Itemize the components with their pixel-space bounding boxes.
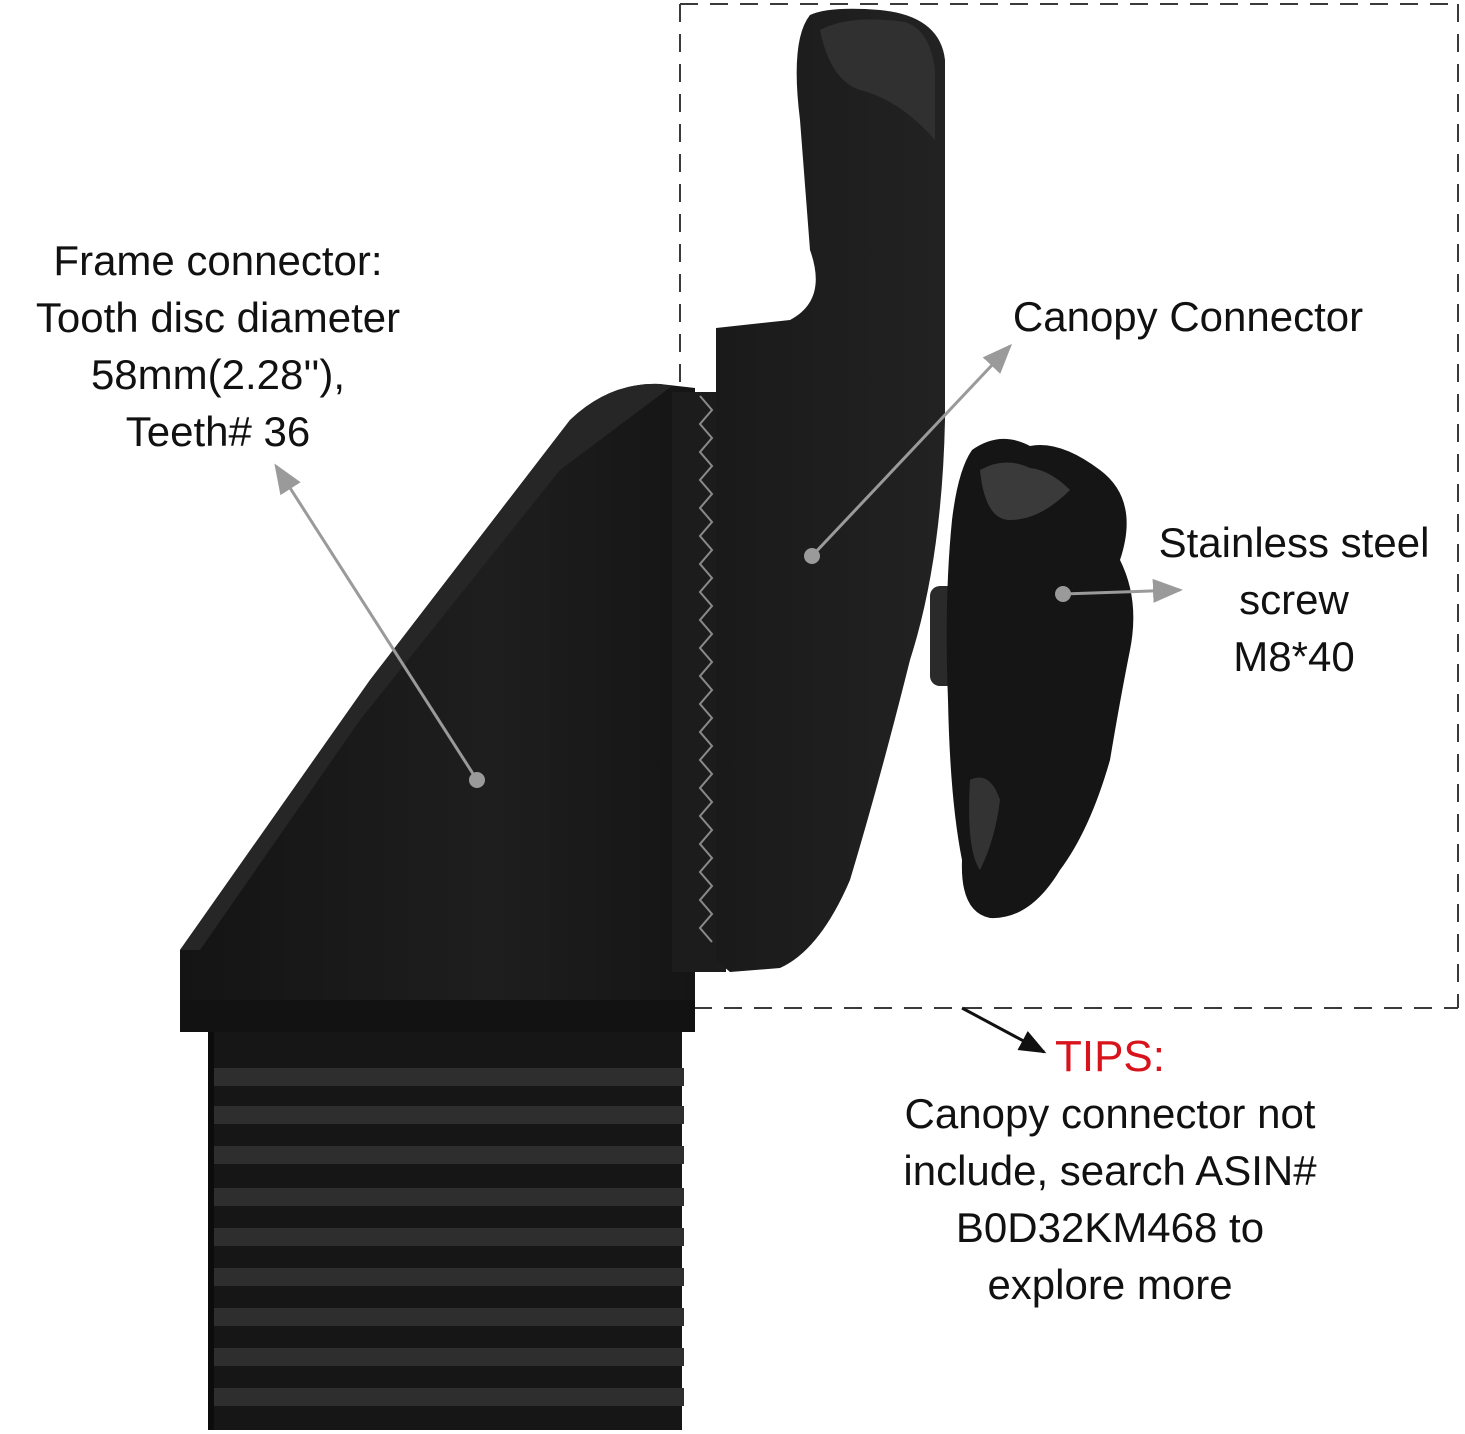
tips-title: TIPS: xyxy=(1054,1032,1166,1081)
canopy-connector-pointer xyxy=(804,343,1013,564)
frame-connector-pointer xyxy=(274,463,485,788)
canopy-connector-label: Canopy Connector xyxy=(986,288,1390,345)
tips-line: B0D32KM468 to xyxy=(955,1204,1265,1251)
screw-label-line: M8*40 xyxy=(1233,633,1355,680)
frame-connector-label-line: Frame connector: xyxy=(53,237,383,284)
tips-line: explore more xyxy=(987,1261,1233,1308)
canopy-outline-box xyxy=(679,3,1459,1009)
screw-label: Stainless steel screw M8*40 xyxy=(1134,514,1454,685)
screw-pointer xyxy=(1055,578,1183,603)
screw-knob xyxy=(930,438,1134,919)
frame-connector-label-line: 58mm(2.28''), xyxy=(90,351,346,398)
frame-connector-label-line: Tooth disc diameter xyxy=(35,294,401,341)
tips-pointer xyxy=(961,1006,1047,1054)
frame-connector-label: Frame connector: Tooth disc diameter 58m… xyxy=(0,232,436,460)
canopy-connector-label-line: Canopy Connector xyxy=(1012,293,1364,340)
frame-connector-body xyxy=(180,383,695,1032)
tips-line: Canopy connector not xyxy=(904,1090,1316,1137)
frame-connector-label-line: Teeth# 36 xyxy=(125,408,311,455)
canopy-connector-plate xyxy=(716,8,945,973)
screw-label-line: Stainless steel xyxy=(1158,519,1430,566)
screw-label-line: screw xyxy=(1239,576,1349,623)
tips-line: include, search ASIN# xyxy=(903,1147,1317,1194)
ribbed-tube-insert xyxy=(208,1030,684,1430)
tips-note: TIPS: Canopy connector not include, sear… xyxy=(860,1028,1360,1313)
